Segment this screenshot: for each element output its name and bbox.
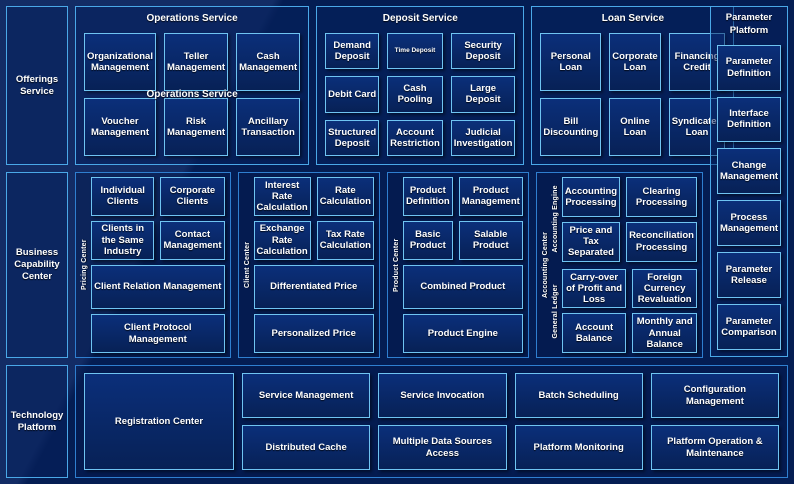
rail-business-capability-center: Business Capability Center [6, 172, 68, 358]
group-vlabel-product-center: Product Center [392, 238, 400, 292]
cell-basic-product[interactable]: Basic Product [402, 220, 453, 260]
rail-label-line2: Capability [14, 259, 60, 271]
cell-parameter-definition[interactable]: Parameter Definition [717, 44, 781, 91]
cell-change-management[interactable]: Change Management [717, 148, 781, 195]
group-vlabel-client-center: Client Center [243, 241, 251, 289]
cell-online-loan[interactable]: Online Loan [609, 98, 661, 156]
subgroup-general-ledger[interactable]: General Ledger Carry-over of Profit and … [551, 268, 697, 353]
cell-risk-management[interactable]: Risk Management [163, 98, 229, 156]
row-offerings-service: Offerings Service Operations Service Ope… [6, 6, 788, 165]
subgroup-accounting-engine[interactable]: Accounting Engine Accounting Processing … [552, 177, 697, 262]
cell-platform-monitoring[interactable]: Platform Monitoring [514, 425, 643, 470]
group-operations-service[interactable]: Operations Service Operations Service Or… [75, 6, 310, 165]
cell-contact-management[interactable]: Contact Management [160, 220, 225, 260]
rail-label-line3: Center [21, 270, 53, 282]
rail-label-line1: Technology [10, 409, 64, 421]
subgroup-vlabel-general-ledger: General Ledger [551, 283, 559, 338]
cell-differentiated-price[interactable]: Differentiated Price [253, 264, 374, 310]
group-vlabel-pricing-center: Pricing Center [81, 239, 88, 291]
cell-personal-loan[interactable]: Personal Loan [540, 33, 602, 91]
cell-product-engine[interactable]: Product Engine [402, 314, 523, 353]
cell-personalized-price[interactable]: Personalized Price [253, 314, 374, 353]
rail-label-line2: Service [20, 85, 54, 97]
cell-individual-clients[interactable]: Individual Clients [91, 177, 155, 216]
rail-offerings-service: Offerings Service [6, 6, 68, 165]
rail-label-line1: Offerings [15, 73, 59, 85]
cell-client-protocol-management[interactable]: Client Protocol Management [91, 314, 225, 353]
cell-accounting-processing[interactable]: Accounting Processing [561, 177, 621, 217]
cell-price-and-tax-separated[interactable]: Price and Tax Separated [561, 221, 621, 262]
cell-registration-center[interactable]: Registration Center [84, 373, 234, 470]
cell-service-invocation[interactable]: Service Invocation [378, 373, 507, 418]
cell-account-balance[interactable]: Account Balance [561, 313, 627, 353]
group-client-center[interactable]: Client Center Interest Rate Calculation … [237, 172, 380, 358]
cell-clearing-processing[interactable]: Clearing Processing [626, 177, 697, 217]
cell-parameter-release[interactable]: Parameter Release [717, 252, 781, 299]
cell-rate-calculation[interactable]: Rate Calculation [316, 177, 374, 216]
parameter-platform-title-line2: Platform [729, 24, 769, 36]
cell-multiple-data-sources-access[interactable]: Multiple Data Sources Access [378, 425, 507, 470]
rail-label-line2: Platform [17, 421, 57, 433]
group-deposit-service[interactable]: Deposit Service Demand Deposit Time Depo… [316, 6, 525, 165]
group-vlabel-accounting-center: Accounting Center [541, 232, 549, 299]
row-technology-platform: Technology Platform Registration Center … [6, 365, 788, 478]
group-accounting-center[interactable]: Accounting Center Accounting Engine Acco… [535, 172, 703, 358]
cell-product-definition[interactable]: Product Definition [402, 177, 453, 216]
rail-technology-platform: Technology Platform [6, 365, 68, 478]
cell-exchange-rate-calculation[interactable]: Exchange Rate Calculation [253, 220, 311, 260]
rail-label-line1: Business [15, 247, 59, 259]
cell-corporate-loan[interactable]: Corporate Loan [609, 33, 661, 91]
cell-tax-rate-calculation[interactable]: Tax Rate Calculation [316, 220, 374, 260]
cell-judicial-investigation[interactable]: Judicial Investigation [450, 119, 516, 156]
cell-combined-product[interactable]: Combined Product [402, 264, 523, 310]
cell-voucher-management[interactable]: Voucher Management [84, 98, 156, 156]
parameter-platform-title-line1: Parameter [725, 12, 773, 23]
cell-reconciliation-processing[interactable]: Reconciliation Processing [626, 221, 697, 262]
subgroup-vlabel-accounting-engine: Accounting Engine [551, 185, 559, 253]
cell-account-restriction[interactable]: Account Restriction [387, 119, 443, 156]
group-product-center[interactable]: Product Center Product Definition Produc… [386, 172, 529, 358]
group-title-operations-service: Operations Service [146, 13, 238, 24]
cell-clients-in-the-same-industry[interactable]: Clients in the Same Industry [91, 220, 155, 260]
cell-security-deposit[interactable]: Security Deposit [450, 33, 516, 70]
cell-batch-scheduling[interactable]: Batch Scheduling [514, 373, 643, 418]
cell-cash-management[interactable]: Cash Management [236, 33, 301, 91]
cell-carry-over-of-profit-and-loss[interactable]: Carry-over of Profit and Loss [561, 268, 627, 309]
cell-client-relation-management[interactable]: Client Relation Management [91, 264, 225, 310]
cell-process-management[interactable]: Process Management [717, 200, 781, 247]
group-loan-service[interactable]: Loan Service Personal Loan Corporate Loa… [531, 6, 735, 165]
group-title-loan-service: Loan Service [601, 13, 665, 24]
group-technology-platform[interactable]: Registration Center Service Management S… [75, 365, 788, 478]
group-pricing-center[interactable]: Pricing Center Individual Clients Corpor… [75, 172, 231, 358]
cell-foreign-currency-revaluation[interactable]: Foreign Currency Revaluation [632, 268, 697, 309]
cell-structured-deposit[interactable]: Structured Deposit [325, 119, 380, 156]
group-title-parameter-platform: Parameter Platform [717, 12, 781, 38]
cell-time-deposit[interactable]: Time Deposit [387, 33, 443, 70]
group-title-operations-service-duplicate: Operations Service [146, 89, 238, 100]
cell-configuration-management[interactable]: Configuration Management [650, 373, 779, 418]
cell-interest-rate-calculation[interactable]: Interest Rate Calculation [253, 177, 311, 216]
cell-service-management[interactable]: Service Management [242, 373, 371, 418]
cell-corporate-clients[interactable]: Corporate Clients [160, 177, 225, 216]
cell-ancillary-transaction[interactable]: Ancillary Transaction [236, 98, 301, 156]
cell-parameter-comparison[interactable]: Parameter Comparison [717, 304, 781, 350]
cell-demand-deposit[interactable]: Demand Deposit [325, 33, 380, 70]
cell-large-deposit[interactable]: Large Deposit [450, 76, 516, 113]
group-parameter-platform[interactable]: Parameter Platform Parameter Definition … [710, 6, 788, 357]
cell-platform-operation-maintenance[interactable]: Platform Operation & Maintenance [650, 425, 779, 470]
cell-teller-management[interactable]: Teller Management [163, 33, 229, 91]
cell-distributed-cache[interactable]: Distributed Cache [242, 425, 371, 470]
cell-debit-card[interactable]: Debit Card [325, 76, 380, 113]
group-title-deposit-service: Deposit Service [382, 13, 458, 24]
cell-cash-pooling[interactable]: Cash Pooling [387, 76, 443, 113]
cell-bill-discounting[interactable]: Bill Discounting [540, 98, 602, 156]
cell-monthly-and-annual-balance[interactable]: Monthly and Annual Balance [632, 313, 697, 353]
row-business-capability-center: Business Capability Center Pricing Cente… [6, 172, 788, 358]
cell-organizational-management[interactable]: Organizational Management [84, 33, 156, 91]
cell-interface-definition[interactable]: Interface Definition [717, 96, 781, 143]
cell-salable-product[interactable]: Salable Product [458, 220, 523, 260]
cell-product-management[interactable]: Product Management [458, 177, 523, 216]
